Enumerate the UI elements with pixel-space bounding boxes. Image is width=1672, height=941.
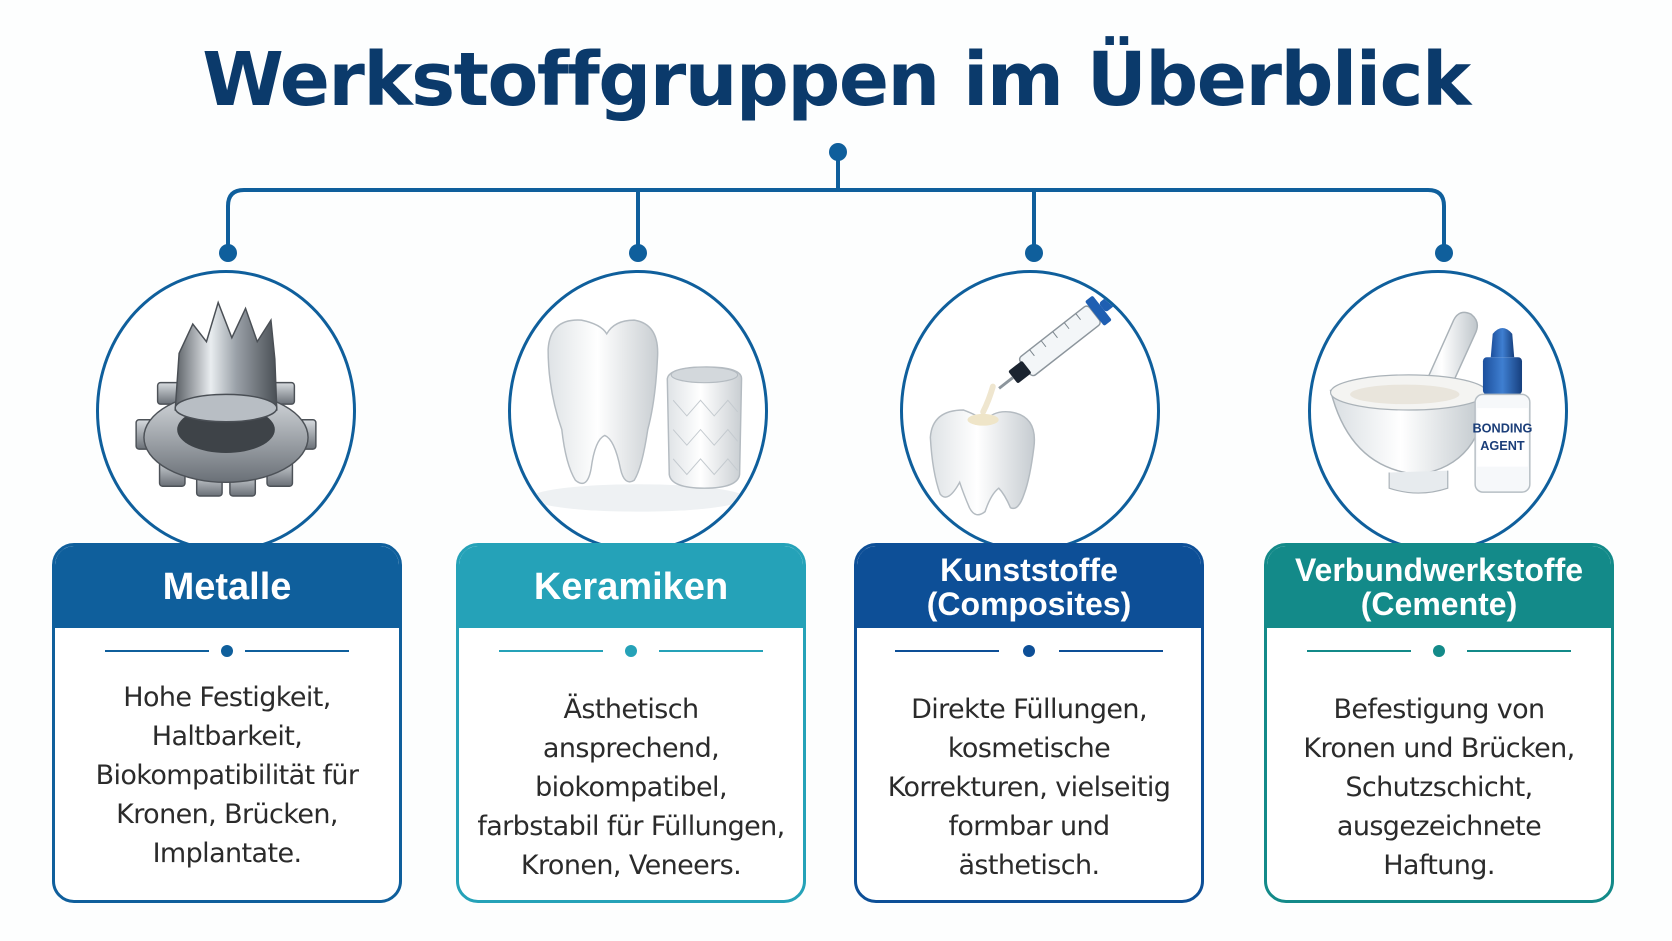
keramiken-image-circle (508, 270, 768, 552)
connector-node-keramiken (629, 244, 647, 262)
card-verbund: Verbundwerkstoffe (Cemente) Befestigung … (1264, 543, 1614, 903)
card-title-kunststoffe-line-1: Kunststoffe (940, 552, 1118, 588)
connector-node-verbund (1435, 244, 1453, 262)
card-title-keramiken: Keramiken (533, 565, 729, 608)
card-metalle: Metalle Hohe Festigkeit, Haltbarkeit, Bi… (52, 543, 402, 903)
connector-node-kunststoffe (1025, 244, 1043, 262)
bottle-label-line-2: AGENT (1480, 439, 1525, 453)
card-divider (857, 628, 1201, 674)
card-description-kunststoffe: Direkte Füllungen, kosmetische Korrektur… (887, 694, 1171, 881)
verbund-image-circle: BONDING AGENT (1308, 270, 1568, 552)
ceramic-tooth-and-vase-icon (530, 319, 746, 512)
mortar-and-bonding-bottle-icon: BONDING AGENT (1329, 311, 1533, 494)
card-description-verbund: Befestigung von Kronen und Brücken, Schu… (1303, 694, 1575, 881)
metalle-image-circle (96, 270, 356, 552)
card-header-keramiken: Keramiken (459, 546, 803, 628)
card-title-kunststoffe-line-2: (Composites) (926, 586, 1132, 622)
card-title-verbund-line-1: Verbundwerkstoffe (1294, 552, 1584, 588)
card-header-metalle: Metalle (55, 546, 399, 628)
card-divider (55, 628, 399, 674)
card-kunststoffe: Kunststoffe (Composites) Direkte Füllung… (854, 543, 1204, 903)
card-divider (459, 628, 803, 674)
kunststoffe-image-circle (900, 270, 1160, 552)
card-description-metalle: Hohe Festigkeit, Haltbarkeit, Biokompati… (95, 682, 359, 869)
card-header-verbund: Verbundwerkstoffe (Cemente) (1267, 546, 1611, 628)
page-title: Werkstoffgruppen im Überblick (202, 37, 1471, 123)
metal-crown-on-gear-icon (135, 300, 317, 497)
bottle-label-line-1: BONDING (1473, 421, 1533, 435)
connector-root-node (829, 143, 847, 161)
card-header-kunststoffe: Kunststoffe (Composites) (857, 546, 1201, 628)
card-keramiken: Keramiken Ästhetisch ansprechend, biokom… (456, 543, 806, 903)
card-description-keramiken: Ästhetisch ansprechend, biokompatibel, f… (477, 694, 785, 881)
syringe-filling-tooth-icon (929, 280, 1136, 516)
card-divider (1267, 628, 1611, 674)
connector-node-metalle (219, 244, 237, 262)
card-title-verbund-line-2: (Cemente) (1360, 586, 1518, 622)
card-title-metalle: Metalle (162, 565, 292, 608)
